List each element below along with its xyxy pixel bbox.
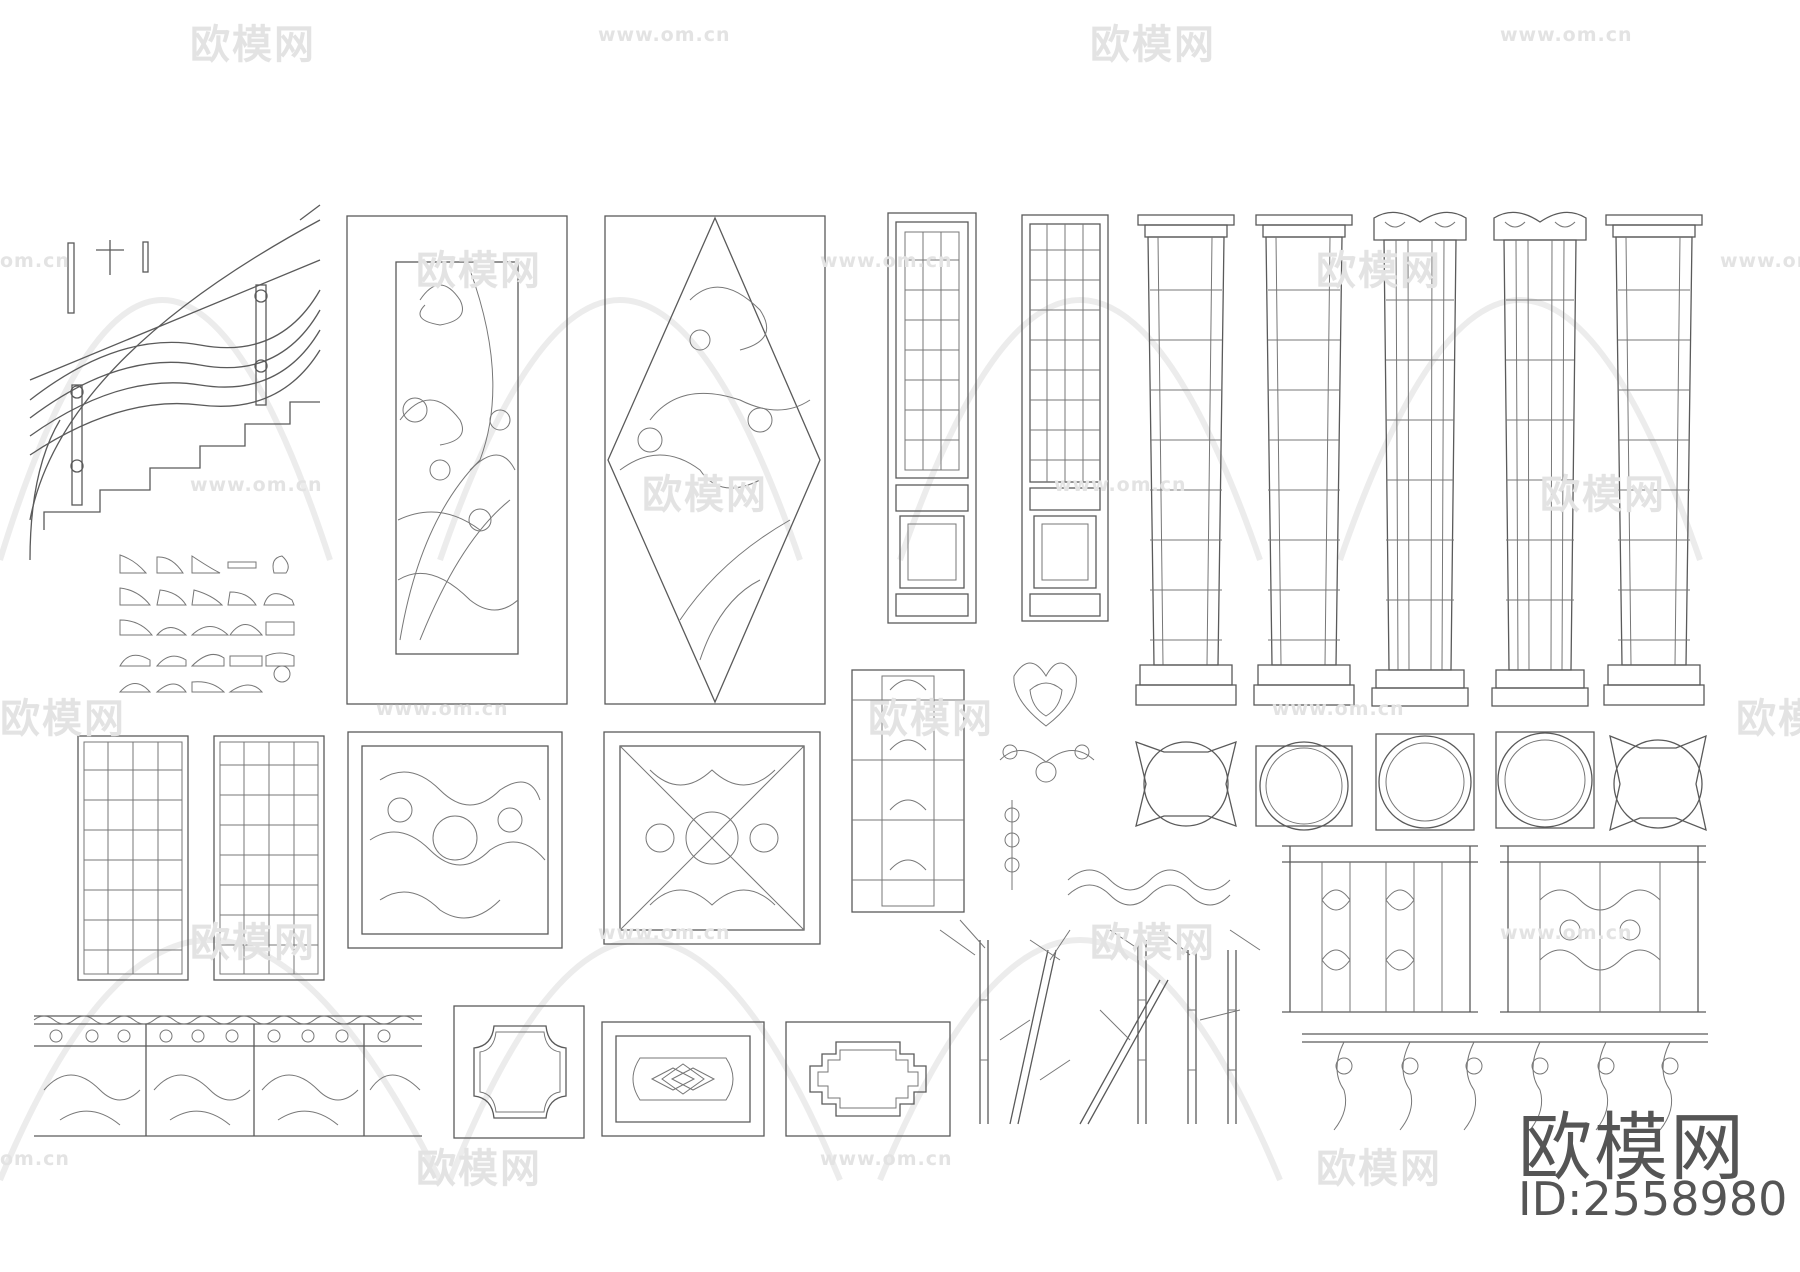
narrow-carved-strip [851,669,965,913]
lattice-window-panel-2 [213,735,325,981]
lattice-window-panel-1 [77,735,189,981]
model-id-label: ID:2558980 [1518,1172,1788,1226]
scroll-ornaments [999,662,1231,906]
lattice-door-1 [887,212,977,624]
carved-square-panel-1 [347,731,563,949]
moulding-profiles [118,554,295,693]
decorative-frame-2 [601,1021,765,1137]
decorative-frame-3 [785,1021,951,1137]
diamond-carved-panel [604,215,826,705]
column-plan-sections [1135,731,1707,832]
hanging-carvings [1302,1033,1708,1131]
stair-railing-drawing [29,204,321,561]
classical-columns [1135,211,1705,707]
bamboo-drawing [939,919,1261,1125]
brand-logo: 欧模网 [1518,1105,1746,1191]
cloud-carved-panel [346,215,568,705]
iron-balustrade-panel-2 [1500,845,1706,1013]
carved-frieze [33,1015,422,1137]
iron-balustrade-panel-1 [1282,845,1478,1013]
decorative-frame-1 [453,1005,585,1139]
carved-square-panel-2 [603,731,821,945]
watermark-arcs [0,297,1703,1182]
lattice-door-2 [1021,214,1109,622]
